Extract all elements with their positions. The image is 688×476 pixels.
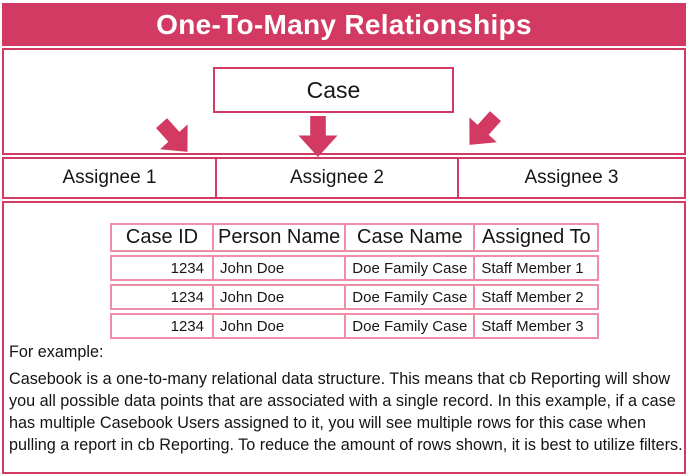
cell-case-id: 1234 [110,284,212,310]
header-bar: One-To-Many Relationships [2,3,686,46]
cell-assigned-to: Staff Member 1 [473,255,600,281]
column-header-case-id: Case ID [110,223,212,252]
cell-case-id: 1234 [110,313,212,339]
case-label: Case [306,76,361,103]
cell-case-name: Doe Family Case [344,255,474,281]
relationship-table: Case ID Person Name Case Name Assigned T… [110,220,600,342]
column-header-case-name: Case Name [344,223,474,252]
for-example-label: For example: [9,343,104,361]
cell-case-id: 1234 [110,255,212,281]
table-row: 1234 John Doe Doe Family Case Staff Memb… [110,313,600,339]
column-header-person-name: Person Name [212,223,345,252]
cell-case-name: Doe Family Case [344,313,474,339]
table-row: 1234 John Doe Doe Family Case Staff Memb… [110,284,600,310]
column-header-assigned-to: Assigned To [473,223,600,252]
assignee-row: Assignee 1 Assignee 2 Assignee 3 [2,157,686,199]
arrow-down-right-icon [469,111,501,145]
arrow-down-left-icon [156,118,188,152]
cell-person-name: John Doe [212,284,345,310]
case-box: Case [213,67,454,113]
assignee-box-2: Assignee 2 [215,159,457,197]
description-text: Casebook is a one-to-many relational dat… [9,370,683,454]
assignee-box-1: Assignee 1 [62,167,157,188]
table-header-row: Case ID Person Name Case Name Assigned T… [110,223,600,252]
table-row: 1234 John Doe Doe Family Case Staff Memb… [110,255,600,281]
assignee-box-3: Assignee 3 [457,159,684,197]
cell-person-name: John Doe [212,255,345,281]
cell-case-name: Doe Family Case [344,284,474,310]
cell-person-name: John Doe [212,313,345,339]
arrow-down-icon [298,116,338,157]
page-title: One-To-Many Relationships [156,8,532,40]
cell-assigned-to: Staff Member 3 [473,313,600,339]
cell-assigned-to: Staff Member 2 [473,284,600,310]
